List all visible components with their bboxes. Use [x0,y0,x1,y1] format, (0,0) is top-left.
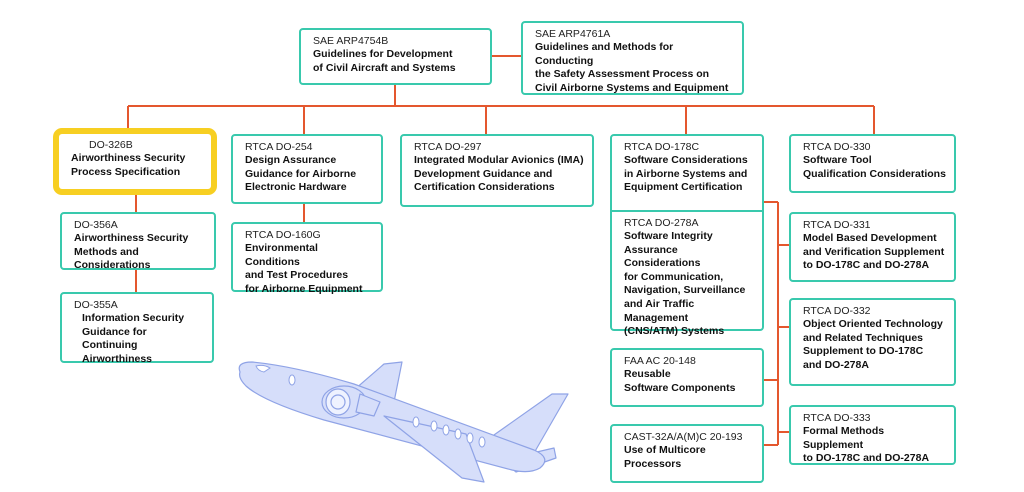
ac20148-title: Reusable Software Components [624,368,736,394]
do160g-code: RTCA DO-160G [245,229,321,241]
arp4761a-title: Guidelines and Methods for Conducting th… [535,41,729,94]
do332-title: Object Oriented Technology and Related T… [803,318,943,371]
do330-code: RTCA DO-330 [803,141,871,153]
do330-title: Software Tool Qualification Consideratio… [803,154,946,180]
do254-box: RTCA DO-254 Design Assurance Guidance fo… [231,134,383,204]
arp4754b-box: SAE ARP4754B Guidelines for Development … [299,28,492,85]
do330-box: RTCA DO-330 Software Tool Qualification … [789,134,956,193]
do326b-code: DO-326B [89,139,133,151]
do178c-code: RTCA DO-178C [624,141,700,153]
do333-code: RTCA DO-333 [803,412,871,424]
do278a-box: RTCA DO-278A Software Integrity Assuranc… [610,210,764,337]
do332-box: RTCA DO-332 Object Oriented Technology a… [789,298,956,386]
do356a-box: DO-356A Airworthiness Security Methods a… [60,212,216,272]
do331-code: RTCA DO-331 [803,219,871,231]
arp4754b-title: Guidelines for Development of Civil Airc… [313,48,456,74]
do297-box: RTCA DO-297 Integrated Modular Avionics … [400,134,594,207]
do356a-code: DO-356A [74,219,118,231]
do178c-box: RTCA DO-178C Software Considerations in … [610,134,764,212]
arp4761a-code: SAE ARP4761A [535,28,611,40]
cast32a-title: Use of Multicore Processors [624,444,706,470]
do331-title: Model Based Development and Verification… [803,232,945,272]
ac20148-code: FAA AC 20-148 [624,355,696,367]
do355a-box: DO-355A Information Security Guidance fo… [60,292,214,365]
ac20148-box: FAA AC 20-148 Reusable Software Componen… [610,348,764,407]
do160g-box: RTCA DO-160G Environmental Conditions an… [231,222,383,295]
do178c-title: Software Considerations in Airborne Syst… [624,154,748,194]
cast32a-box: CAST-32A/A(M)C 20-193 Use of Multicore P… [610,424,764,483]
do326b-title: Airworthiness Security Process Specifica… [71,152,186,178]
do331-box: RTCA DO-331 Model Based Development and … [789,212,956,282]
do355a-code: DO-355A [74,299,118,311]
cast32a-code: CAST-32A/A(M)C 20-193 [624,431,743,443]
do297-code: RTCA DO-297 [414,141,482,153]
do356a-title: Airworthiness Security Methods and Consi… [74,232,189,272]
do254-title: Design Assurance Guidance for Airborne E… [245,154,357,194]
do278a-code: RTCA DO-278A [624,217,699,229]
do254-code: RTCA DO-254 [245,141,313,153]
arp4754b-code: SAE ARP4754B [313,35,389,47]
do333-title: Formal Methods Supplement to DO-178C and… [803,425,930,465]
arp4761a-box: SAE ARP4761A Guidelines and Methods for … [521,21,744,95]
do278a-title: Software Integrity Assurance Considerati… [624,230,746,338]
airplane-icon [238,361,569,483]
do297-title: Integrated Modular Avionics (IMA) Develo… [414,154,584,194]
do326b-box: DO-326B Airworthiness Security Process S… [53,128,217,195]
do333-box: RTCA DO-333 Formal Methods Supplement to… [789,405,956,465]
do355a-title: Information Security Guidance for Contin… [82,312,185,365]
do160g-title: Environmental Conditions and Test Proced… [245,242,363,295]
do332-code: RTCA DO-332 [803,305,871,317]
